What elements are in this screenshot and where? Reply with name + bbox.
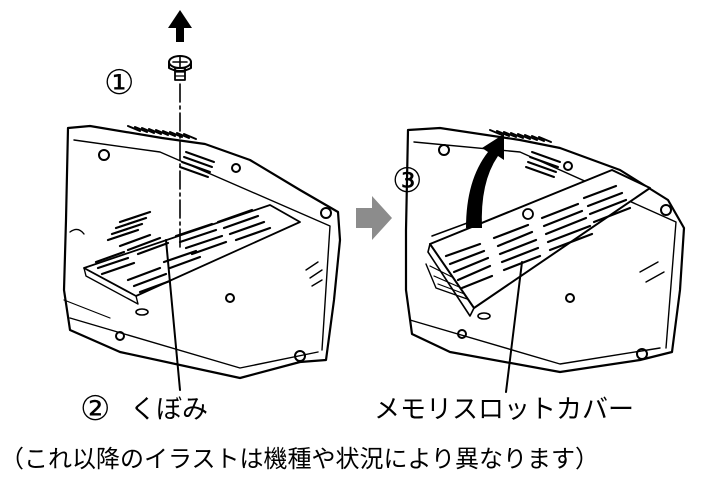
illustration-note: （これ以降のイラストは機種や状況により異なります） — [0, 445, 600, 473]
step-3-label: ③ — [392, 161, 423, 201]
right-arrow-icon — [356, 196, 392, 240]
recess-leader-line — [165, 239, 181, 391]
step-1-label: ① — [104, 63, 135, 103]
screw-removal — [168, 10, 192, 249]
screw-icon — [168, 55, 192, 81]
curved-up-arrow-icon — [466, 134, 504, 228]
step-2-label: ② — [80, 389, 111, 429]
cover-leader-line — [505, 261, 523, 393]
laptop-underside-after — [404, 126, 686, 374]
memory-slot-cover-label: メモリスロットカバー — [374, 395, 635, 425]
up-arrow-icon — [168, 10, 192, 42]
laptop-underside-before — [62, 124, 342, 380]
recess-label: くぼみ — [130, 395, 209, 425]
